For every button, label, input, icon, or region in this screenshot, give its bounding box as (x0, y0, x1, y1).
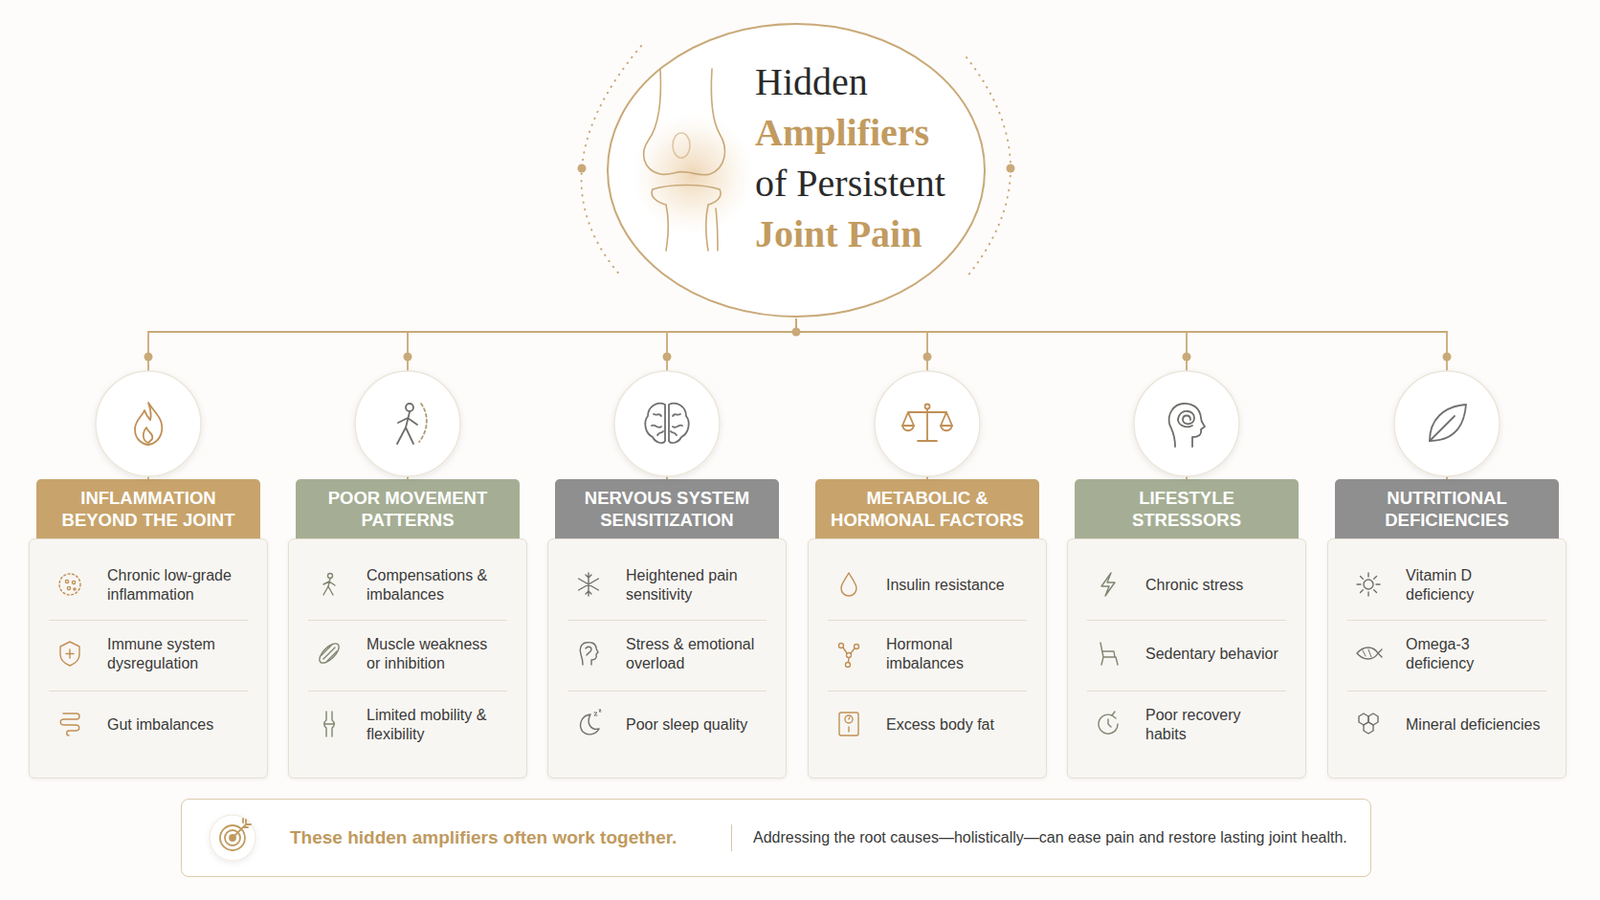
factor-item: Poor sleep quality (625, 701, 762, 750)
item-divider (827, 690, 1027, 692)
category-title: NERVOUS SYSTEM SENSITIZATION (564, 487, 770, 532)
stressed-head-icon (1169, 403, 1205, 447)
category-header: METABOLIC & HORMONAL FACTORS (815, 479, 1040, 539)
tree-connector (796, 318, 1187, 480)
category-header: NERVOUS SYSTEM SENSITIZATION (555, 479, 779, 539)
factor-item: Heightened pain sensitivity (625, 561, 762, 610)
category-card: Heightened pain sensitivityStress & emot… (547, 479, 787, 779)
banner-highlight: These hidden amplifiers often work toget… (289, 800, 677, 877)
factor-item: Stress & emotional overload (625, 630, 762, 679)
category-title: NUTRITIONAL DEFICIENCIES (1344, 487, 1550, 532)
factor-item: Compensations & imbalances (366, 561, 503, 610)
title-oval: HiddenAmplifiersof PersistentJoint Pain (605, 22, 987, 319)
title-text: Hidden (755, 56, 985, 108)
junction-dot (144, 328, 1452, 362)
category-card: Chronic low-grade inflammationImmune sys… (28, 479, 268, 779)
oval-shape (607, 23, 985, 317)
factor-item: Vitamin D deficiency (1405, 561, 1542, 610)
category-body: Insulin resistanceHormonal imbalancesExc… (807, 538, 1047, 779)
category-title: METABOLIC & HORMONAL FACTORS (824, 487, 1030, 532)
tree-connector (796, 318, 928, 480)
title-text: of Persistent (755, 157, 985, 209)
factor-item: Sedentary behavior (1145, 630, 1282, 679)
category-body: Vitamin D deficiencyOmega-3 deficiencyMi… (1327, 538, 1567, 779)
banner-text: Addressing the root causes—holistically—… (753, 800, 1361, 877)
tree-connector (796, 318, 1447, 480)
title-text: Amplifiers (755, 107, 985, 158)
icon-circle (95, 371, 1500, 477)
category-title: POOR MOVEMENT PATTERNS (305, 487, 511, 532)
title-block: HiddenAmplifiersof PersistentJoint Pain (755, 56, 985, 260)
category-body: Heightened pain sensitivityStress & emot… (547, 538, 787, 779)
category-header: POOR MOVEMENT PATTERNS (295, 479, 520, 539)
tree-connector (148, 318, 797, 480)
banner-divider (731, 824, 733, 852)
factor-item: Hormonal imbalances (886, 630, 1023, 679)
factor-item: Poor recovery habits (1145, 701, 1282, 750)
summary-banner: These hidden amplifiers often work toget… (180, 799, 1372, 878)
factor-item: Omega-3 deficiency (1405, 630, 1542, 679)
factor-item: Muscle weakness or inhibition (366, 630, 503, 679)
factor-item: Mineral deficiencies (1405, 701, 1542, 750)
category-body: Chronic low-grade inflammationImmune sys… (28, 538, 268, 779)
scales-icon (902, 404, 953, 443)
category-card: Insulin resistanceHormonal imbalancesExc… (807, 479, 1047, 779)
item-divider (48, 690, 248, 692)
category-header: NUTRITIONAL DEFICIENCIES (1334, 479, 1559, 539)
item-divider (827, 620, 1027, 622)
category-header: INFLAMMATION BEYOND THE JOINT (36, 479, 261, 539)
tree-connector (407, 318, 797, 480)
item-divider (567, 690, 767, 692)
category-title: LIFESTYLE STRESSORS (1084, 487, 1289, 532)
category-body: Compensations & imbalancesMuscle weaknes… (288, 538, 528, 779)
category-title: INFLAMMATION BEYOND THE JOINT (45, 487, 251, 532)
factor-item: Immune system dysregulation (107, 630, 244, 679)
category-header: LIFESTYLE STRESSORS (1074, 479, 1299, 539)
category-body: Chronic stressSedentary behaviorPoor rec… (1066, 538, 1307, 779)
walking-person-icon (397, 403, 427, 445)
factor-item: Excess body fat (886, 701, 1023, 750)
factor-item: Chronic stress (1145, 561, 1282, 610)
item-divider (1087, 690, 1287, 692)
item-divider (308, 690, 508, 692)
item-divider (1087, 620, 1287, 622)
item-divider (1347, 690, 1547, 692)
factor-item: Gut imbalances (107, 701, 244, 750)
title-text: Joint Pain (755, 208, 985, 260)
category-card: Vitamin D deficiencyOmega-3 deficiencyMi… (1327, 479, 1567, 779)
tree-connector (666, 318, 797, 480)
category-card: Chronic stressSedentary behaviorPoor rec… (1066, 479, 1307, 779)
item-divider (308, 620, 508, 622)
factor-item: Chronic low-grade inflammation (107, 561, 244, 610)
leaf-icon (1429, 404, 1467, 442)
factor-item: Insulin resistance (886, 561, 1023, 610)
item-divider (48, 620, 248, 622)
brain-icon (644, 403, 689, 444)
item-divider (567, 620, 767, 622)
item-divider (1347, 620, 1547, 622)
flame-icon (134, 402, 162, 445)
category-card: Compensations & imbalancesMuscle weaknes… (288, 479, 528, 779)
factor-item: Limited mobility & flexibility (366, 701, 503, 750)
